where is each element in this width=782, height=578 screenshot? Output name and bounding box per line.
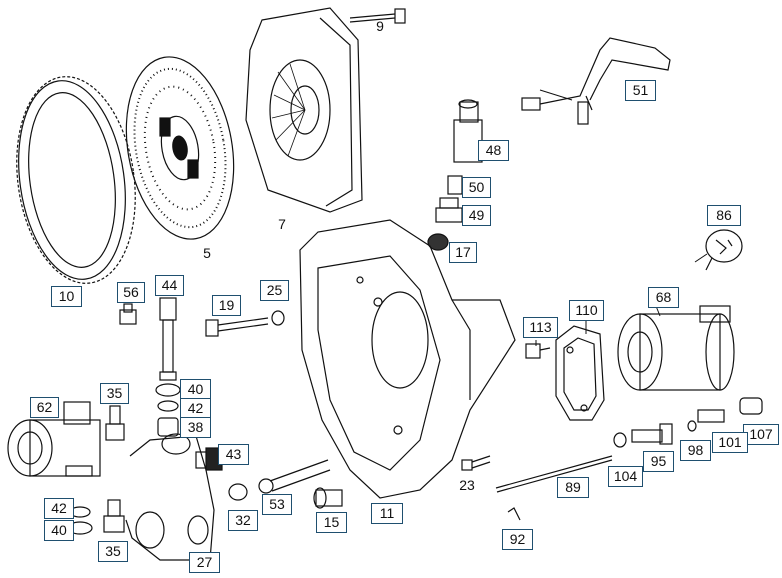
- callout-label[interactable]: 62: [30, 397, 59, 418]
- bell-housing-part: [299, 219, 516, 499]
- clip-92-part: [507, 507, 521, 521]
- bolt-23-part: [461, 455, 491, 471]
- connector-101-part: [697, 409, 725, 423]
- pin-35-lower-part: [103, 499, 125, 533]
- ring-40-part: [155, 383, 181, 397]
- callout-label[interactable]: 89: [557, 477, 589, 498]
- ring-42-part: [157, 400, 179, 412]
- bolt-113-part: [525, 343, 551, 359]
- callout-label[interactable]: 40: [44, 520, 74, 541]
- ring-98-part: [687, 420, 697, 432]
- callout-label[interactable]: 5: [203, 245, 211, 261]
- callout-label[interactable]: 101: [712, 432, 748, 453]
- washer-25-part: [271, 310, 285, 326]
- callout-label[interactable]: 50: [462, 177, 491, 198]
- callout-label[interactable]: 7: [278, 216, 286, 232]
- slave-cylinder-62-part: [7, 401, 101, 477]
- callout-label[interactable]: 92: [502, 529, 533, 550]
- callout-label[interactable]: 68: [648, 287, 679, 308]
- release-lever-27-part: [125, 433, 215, 561]
- pin-35-upper-part: [105, 405, 125, 441]
- bolt-part: [349, 8, 406, 24]
- callout-label[interactable]: 15: [316, 512, 347, 533]
- callout-label[interactable]: 25: [260, 280, 289, 301]
- callout-label[interactable]: 86: [707, 205, 741, 226]
- fitting-49-part: [435, 197, 463, 223]
- callout-label[interactable]: 27: [189, 552, 220, 573]
- plug-32-part: [228, 483, 248, 501]
- callout-label[interactable]: 98: [680, 440, 711, 461]
- sleeve-15-part: [313, 487, 343, 509]
- fitting-50-part: [447, 175, 463, 195]
- callout-label[interactable]: 107: [743, 424, 779, 445]
- callout-label[interactable]: 23: [459, 477, 475, 493]
- plug-17-part: [427, 233, 449, 251]
- pressure-plate-part: [245, 7, 363, 213]
- callout-label[interactable]: 110: [569, 300, 604, 321]
- callout-label[interactable]: 38: [180, 417, 211, 438]
- actuator-68-part: [617, 305, 735, 391]
- callout-label[interactable]: 35: [98, 541, 128, 562]
- ring-gear-part: [16, 76, 136, 284]
- callout-label[interactable]: 113: [523, 317, 558, 338]
- wrench-icon: [705, 229, 743, 271]
- callout-label[interactable]: 44: [155, 275, 184, 296]
- bushing-38-part: [157, 417, 179, 437]
- callout-label[interactable]: 10: [51, 286, 82, 307]
- rod-53-part: [258, 459, 331, 494]
- callout-label[interactable]: 95: [643, 451, 674, 472]
- callout-label[interactable]: 19: [212, 295, 241, 316]
- pipe-line-part: [521, 37, 671, 125]
- callout-label[interactable]: 9: [376, 18, 384, 34]
- callout-label[interactable]: 56: [117, 282, 145, 303]
- callout-label[interactable]: 42: [180, 398, 211, 419]
- callout-label[interactable]: 104: [608, 466, 643, 487]
- shaft-89-part: [495, 455, 613, 489]
- callout-label[interactable]: 49: [462, 205, 491, 226]
- callout-label[interactable]: 51: [625, 80, 656, 101]
- screw-95-part: [631, 423, 673, 445]
- callout-label[interactable]: 32: [228, 510, 258, 531]
- callout-label[interactable]: 40: [180, 379, 211, 400]
- callout-label[interactable]: 43: [218, 444, 249, 465]
- callout-label[interactable]: 11: [371, 503, 403, 524]
- callout-label[interactable]: 35: [100, 383, 129, 404]
- bolt-19-part: [205, 317, 269, 337]
- callout-label[interactable]: 48: [478, 140, 509, 161]
- clutch-disc-part: [125, 56, 235, 240]
- cap-107-part: [739, 397, 763, 415]
- callout-label[interactable]: 17: [449, 242, 477, 263]
- pin-44-part: [159, 297, 177, 381]
- gasket-110-part: [555, 325, 605, 421]
- callout-label[interactable]: 53: [262, 494, 292, 515]
- bolt-56-part: [119, 303, 137, 325]
- callout-label[interactable]: 42: [44, 498, 74, 519]
- washer-104-part: [613, 432, 627, 448]
